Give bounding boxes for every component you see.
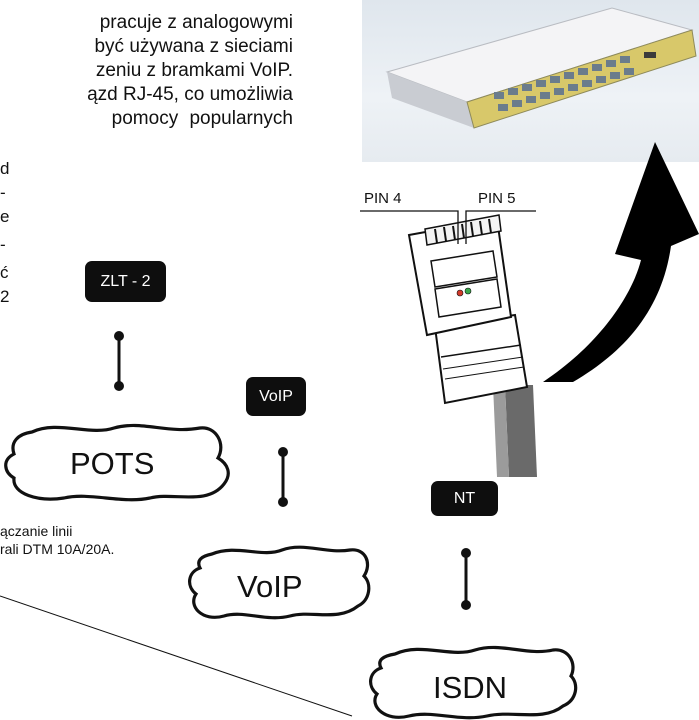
isdn-cloud-icon	[369, 645, 578, 720]
paragraph-line: pracuje z analogowymi	[99, 12, 293, 33]
paragraph-line: zeniu z bramkami VoIP.	[95, 60, 293, 81]
zlt-tag: ZLT - 2	[85, 261, 166, 302]
paragraph-line: pomocy popularnych	[111, 108, 293, 129]
column-fragment: 2	[0, 287, 10, 306]
device-illustration	[385, 7, 697, 129]
pots-label: POTS	[70, 446, 155, 481]
nt-tag: NT	[431, 481, 498, 516]
pin5-label: PIN 5	[478, 190, 516, 207]
voip-cloud-label: VoIP	[237, 569, 303, 604]
pots-cloud-icon	[4, 423, 230, 502]
column-fragment: e	[0, 207, 10, 226]
column-fragment: -	[0, 235, 6, 254]
pin-leader-lines	[360, 210, 536, 244]
paragraph-line: być używana z sieciami	[94, 36, 293, 57]
rj45-plug-icon	[407, 214, 537, 477]
curved-arrow-icon	[543, 142, 699, 382]
caption-line: ączanie linii	[0, 523, 73, 539]
column-fragment: ć	[0, 263, 9, 282]
isdn-label: ISDN	[433, 670, 508, 705]
caption-line: rali DTM 10A/20A.	[0, 541, 115, 557]
column-fragment: d	[0, 159, 10, 178]
pin4-label: PIN 4	[364, 190, 402, 207]
product-photo	[362, 0, 699, 162]
paragraph-line: ązd RJ-45, co umożliwia	[87, 84, 293, 105]
voip-tag: VoIP	[246, 377, 306, 416]
voip-cloud-icon	[188, 545, 371, 620]
column-fragment: -	[0, 183, 6, 202]
